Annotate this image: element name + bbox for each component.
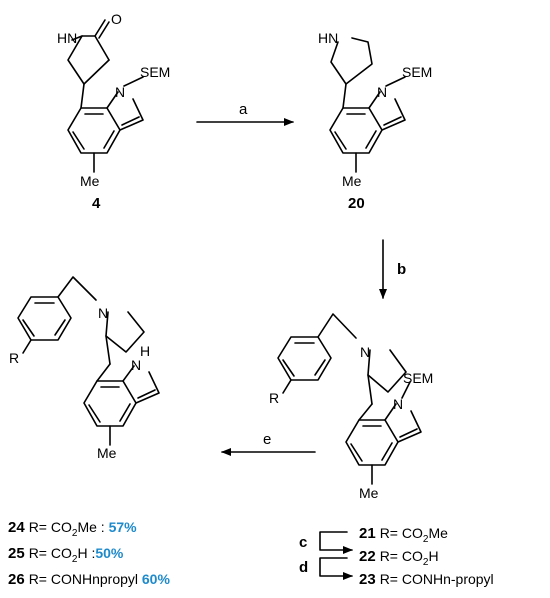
indole-nitrogen: N bbox=[377, 84, 387, 100]
step-b-label: b bbox=[397, 261, 406, 278]
methyl-group: Me bbox=[80, 173, 100, 189]
step-a: a bbox=[196, 101, 294, 126]
indole-nitrogen: N bbox=[131, 357, 141, 373]
step-b: b bbox=[379, 239, 406, 299]
compound-number-4: 4 bbox=[92, 195, 101, 212]
compound-21-23-structure: N R N SEM Me bbox=[269, 313, 433, 501]
step-e: e bbox=[221, 431, 316, 456]
methyl-group: Me bbox=[359, 485, 379, 501]
amide-nh: HN bbox=[57, 30, 77, 46]
compound-number-20: 20 bbox=[348, 195, 365, 212]
r-group: R bbox=[9, 350, 19, 366]
methyl-group: Me bbox=[97, 445, 117, 461]
sem-group: SEM bbox=[403, 370, 433, 386]
sem-group: SEM bbox=[140, 64, 170, 80]
methyl-group: Me bbox=[342, 173, 362, 189]
sem-group: SEM bbox=[402, 64, 432, 80]
pyrrolidine-nitrogen: N bbox=[98, 305, 108, 321]
compound-20-structure: HN N SEM Me 20 bbox=[318, 30, 432, 212]
step-d-label: d bbox=[299, 559, 308, 576]
indole-hydrogen: H bbox=[140, 343, 150, 359]
compound-24-26-structure: N R N H Me bbox=[9, 276, 160, 461]
step-e-label: e bbox=[263, 431, 271, 448]
oxygen-atom: O bbox=[111, 11, 122, 27]
step-c-label: c bbox=[299, 534, 307, 551]
r-group: R bbox=[269, 390, 279, 406]
compound-4-structure: O HN N SEM Me 4 bbox=[57, 11, 170, 212]
pyrrolidine-nitrogen: N bbox=[360, 344, 370, 360]
indole-nitrogen: N bbox=[393, 396, 403, 412]
pyrrolidine-nh: HN bbox=[318, 30, 338, 46]
step-a-label: a bbox=[239, 101, 248, 118]
indole-nitrogen: N bbox=[115, 84, 125, 100]
